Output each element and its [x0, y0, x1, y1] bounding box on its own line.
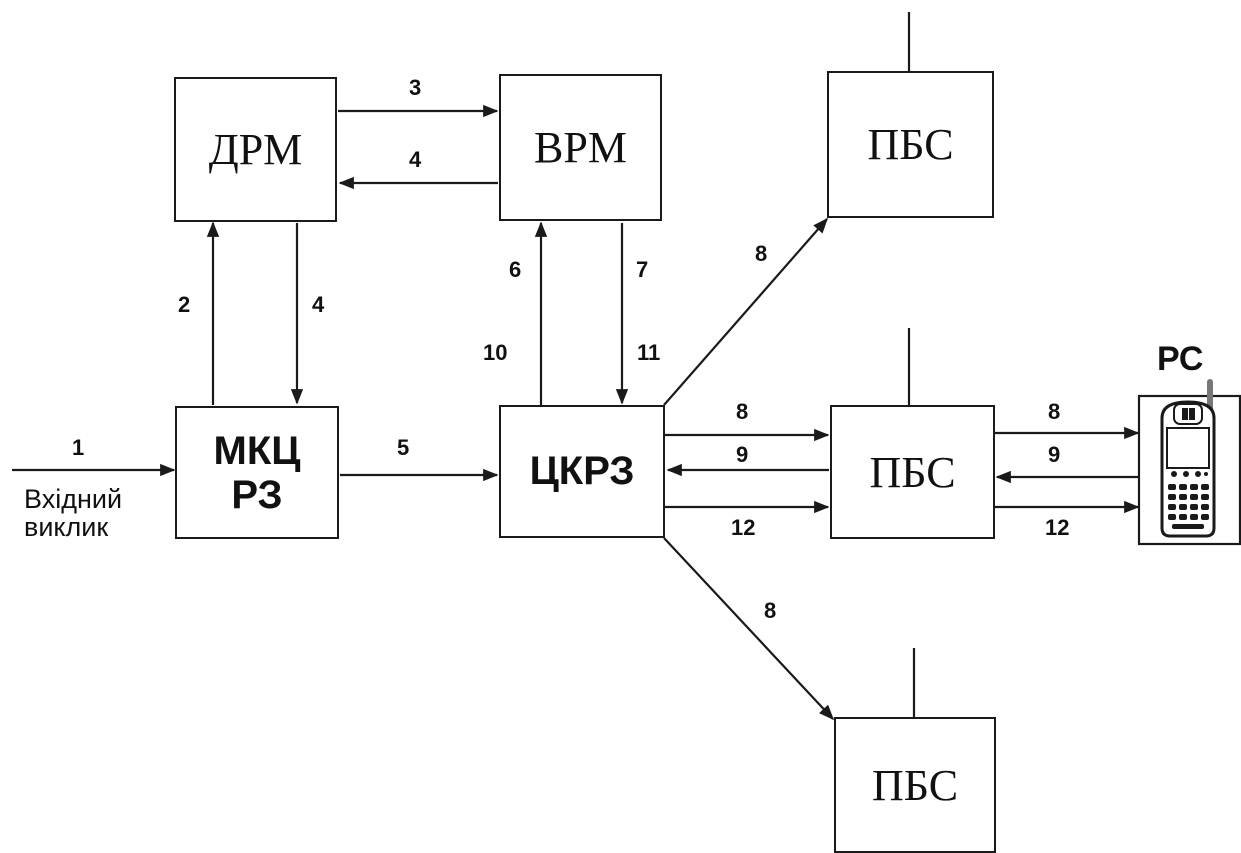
link-label-9-right: 9 — [1048, 442, 1061, 467]
drm-label: ДРМ — [208, 125, 303, 174]
mobile-station-label: РС — [1157, 340, 1204, 378]
drm-block: ДРМ — [174, 77, 337, 222]
link-label-1: 1 — [72, 435, 85, 460]
link-label-8-bottom: 8 — [764, 598, 777, 623]
pbs-top-block: ПБС — [827, 71, 994, 218]
link-label-4-horizontal: 4 — [409, 147, 422, 172]
mobile-station-icon — [1137, 379, 1241, 546]
link-label-8-top: 8 — [755, 241, 768, 266]
link-label-8-mid-left: 8 — [736, 399, 749, 424]
link-label-4-vertical: 4 — [312, 292, 325, 317]
ckrz-block: ЦКРЗ — [499, 405, 665, 538]
pbs-middle-label: ПБС — [869, 447, 956, 497]
link-label-6: 6 — [509, 257, 522, 282]
mkc-label: МКЦ — [213, 428, 301, 473]
mkc-rz-block: МКЦ РЗ — [175, 406, 339, 539]
link-label-11: 11 — [637, 340, 661, 365]
incoming-call-caption: Вхідний виклик — [24, 485, 122, 541]
pbs-bottom-block: ПБС — [834, 717, 996, 853]
arrow-8-top — [663, 217, 829, 406]
arrow-8-bottom — [663, 537, 835, 721]
link-label-7: 7 — [636, 257, 649, 282]
link-label-12-left: 12 — [731, 515, 756, 540]
incoming-call-line1: Вхідний — [24, 484, 123, 514]
link-label-9-left: 9 — [736, 442, 749, 467]
rz-label: РЗ — [231, 472, 283, 517]
pbs-bottom-label: ПБС — [871, 760, 959, 810]
link-label-8-mid-right: 8 — [1048, 399, 1061, 424]
link-label-3: 3 — [409, 75, 422, 100]
link-label-10: 10 — [483, 340, 508, 365]
incoming-call-line2: виклик — [24, 512, 109, 542]
vrm-label: ВРМ — [534, 123, 627, 172]
vrm-block: ВРМ — [499, 74, 662, 221]
link-label-12-right: 12 — [1045, 515, 1070, 540]
pbs-top-label: ПБС — [867, 120, 954, 169]
ckrz-label: ЦКРЗ — [529, 449, 635, 493]
pbs-middle-block: ПБС — [830, 405, 995, 539]
link-label-2: 2 — [178, 292, 191, 317]
link-label-5: 5 — [397, 435, 410, 460]
